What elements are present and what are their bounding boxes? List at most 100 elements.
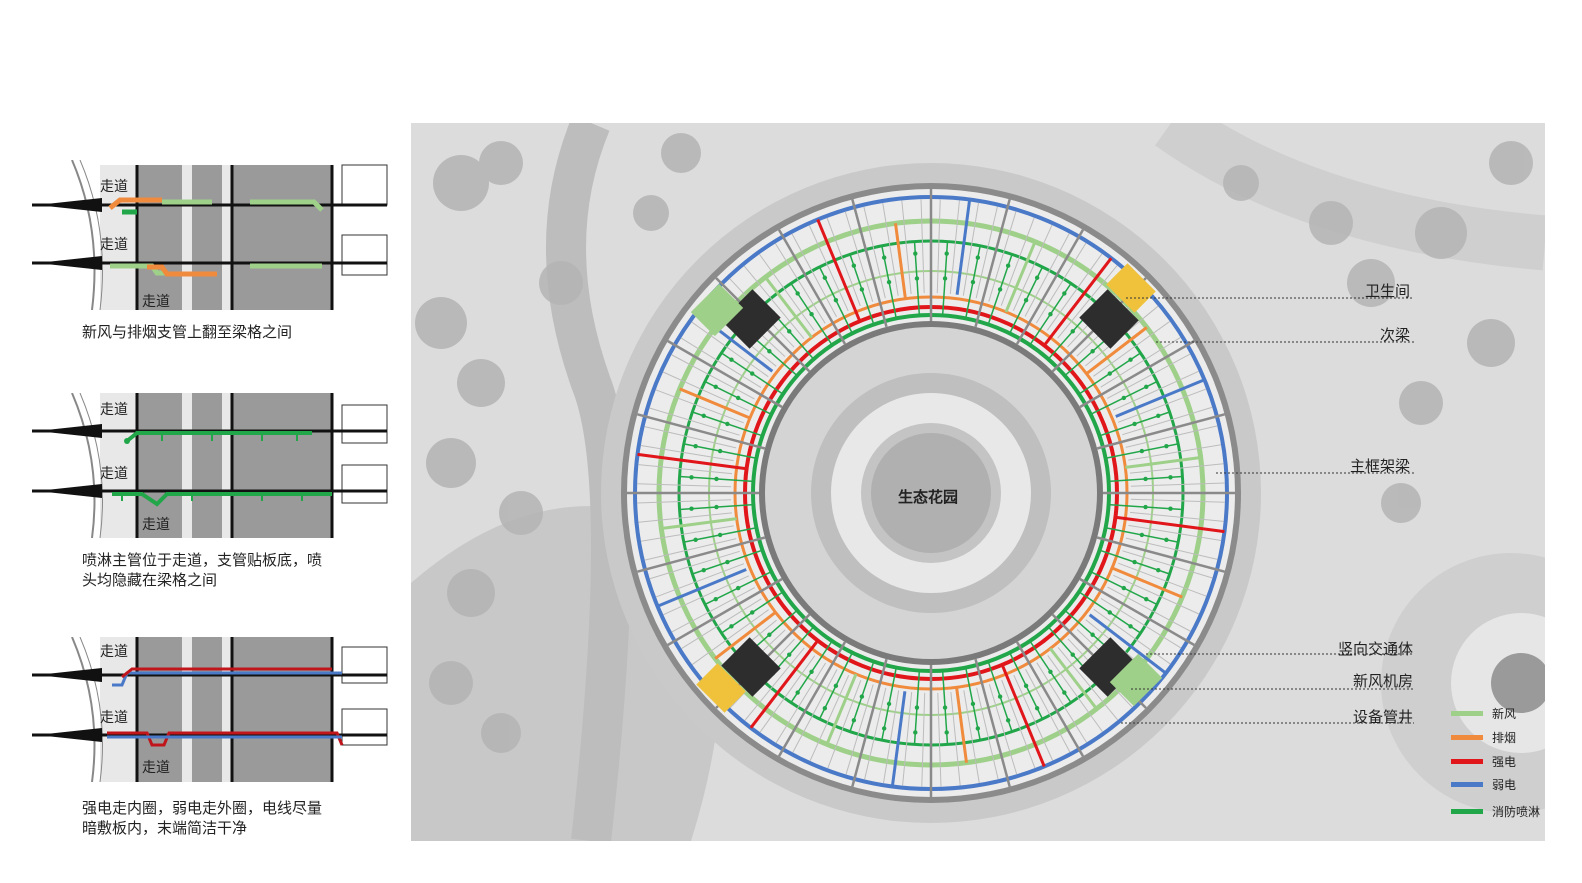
fresh-air-branch [825, 673, 858, 745]
smoke-exhaust-branch [714, 611, 777, 660]
strong-current-branch [1000, 664, 1046, 768]
secondary-beam [792, 669, 838, 753]
sprinkler-head [1062, 291, 1067, 296]
secondary-beam [1057, 265, 1118, 339]
sprinkler-head [1139, 448, 1145, 454]
main-beam [1096, 536, 1225, 573]
sprinkler-head [1070, 652, 1075, 657]
sprinkler-head [750, 610, 755, 615]
secondary-beam [1130, 498, 1225, 503]
corridor-label: 走道 [100, 179, 128, 195]
sprinkler-head [693, 537, 698, 543]
weak-current-branch [890, 691, 907, 787]
sprinkler-head [717, 532, 723, 538]
sprinkler-head [1168, 506, 1173, 511]
secondary-beam [681, 598, 762, 650]
sprinkler-head [809, 669, 814, 674]
secondary-beam [962, 202, 980, 296]
sprinkler-head [944, 730, 949, 735]
sprinkler-head [729, 624, 734, 629]
secondary-beam [759, 253, 815, 331]
sprinkler-head [1164, 443, 1169, 449]
sprinkler-head [1090, 632, 1095, 637]
sprinkler-head [767, 349, 772, 354]
corridor-label: 走道 [142, 760, 170, 776]
sprinkler-head [809, 312, 814, 317]
weak-current-branch [955, 199, 972, 295]
sprinkler-head [833, 297, 839, 303]
legend-label: 强电 [1492, 755, 1517, 769]
legend-swatch [1451, 711, 1483, 716]
secondary-beam [976, 687, 999, 780]
secondary-beam [988, 684, 1018, 775]
secondary-beam [1118, 562, 1207, 597]
secondary-beam [1130, 511, 1224, 522]
sprinkler-head [787, 329, 792, 334]
fresh-air-branch [661, 517, 737, 530]
sprinkler-head [944, 251, 949, 256]
corridor-label: 走道 [100, 237, 128, 253]
secondary-beam [827, 680, 862, 769]
sprinkler-head [713, 596, 718, 602]
secondary-beam [637, 483, 732, 488]
strong-current-branch [1043, 257, 1113, 347]
sprinkler-head [1005, 718, 1011, 723]
sprinkler-head [1144, 596, 1149, 602]
secondary-beam [826, 217, 861, 307]
secondary-beam [1107, 353, 1191, 399]
corridor-label: 走道 [142, 294, 170, 310]
sprinkler-head [750, 371, 755, 376]
caption-line: 新风与排烟支管上翻至梁格之间 [82, 323, 293, 341]
smoke-exhaust-branch [1085, 326, 1148, 375]
main-beam [777, 229, 847, 345]
secondary-beam [902, 692, 913, 786]
fresh-air-branch [1004, 241, 1037, 313]
fresh-air-branch [1125, 456, 1201, 469]
secondary-beam [863, 206, 886, 299]
sprinkler-head [1156, 567, 1161, 573]
secondary-beam [1035, 242, 1087, 324]
sprinkler-head [1034, 706, 1040, 711]
secondary-beam [1046, 253, 1103, 331]
sprinkler-head [1023, 683, 1029, 689]
sprinkler-head [942, 705, 948, 710]
secondary-beam [655, 563, 745, 598]
secondary-beam [901, 200, 912, 295]
weak-current-branch [656, 568, 747, 608]
legend-label: 新风 [1492, 707, 1517, 721]
sprinkler-head [1048, 669, 1053, 674]
secondary-beam [638, 464, 732, 475]
secondary-beam [1113, 574, 1200, 615]
sprinkler-head [1121, 395, 1127, 401]
sprinkler-head [725, 559, 730, 565]
sprinkler-head [886, 701, 892, 707]
sprinkler-head [833, 683, 839, 689]
caption-line: 喷淋主管位于走道，支管贴板底，喷 [82, 551, 323, 569]
main-beam [1079, 339, 1195, 409]
sprinkler-head [1132, 421, 1137, 427]
caption-line: 暗敷板内，末端简洁干净 [82, 819, 248, 837]
sprinkler-head [886, 279, 892, 285]
secondary-beam [975, 206, 998, 299]
sprinkler-head [822, 706, 828, 711]
secondary-beam [845, 684, 874, 775]
smoke-exhaust-branch [894, 223, 907, 299]
secondary-beam [1057, 647, 1119, 721]
sprinkler-head [997, 694, 1003, 699]
secondary-beam [649, 407, 740, 436]
secondary-beam [1000, 217, 1035, 306]
sprinkler-head [767, 632, 772, 637]
legend-swatch [1451, 809, 1483, 814]
sprinkler-head [689, 475, 694, 480]
sprinkler-head [1132, 559, 1137, 565]
sprinkler-head [975, 726, 981, 731]
sprinkler-head [1048, 312, 1053, 317]
secondary-beam [1122, 406, 1213, 436]
secondary-beam [1036, 662, 1088, 743]
secondary-beam [1093, 321, 1171, 377]
sprinkler-head [1168, 475, 1173, 480]
secondary-beam [1125, 425, 1218, 448]
sprinkler-head [1143, 476, 1148, 482]
secondary-beam [663, 575, 750, 616]
sprinkler-head [693, 443, 698, 449]
